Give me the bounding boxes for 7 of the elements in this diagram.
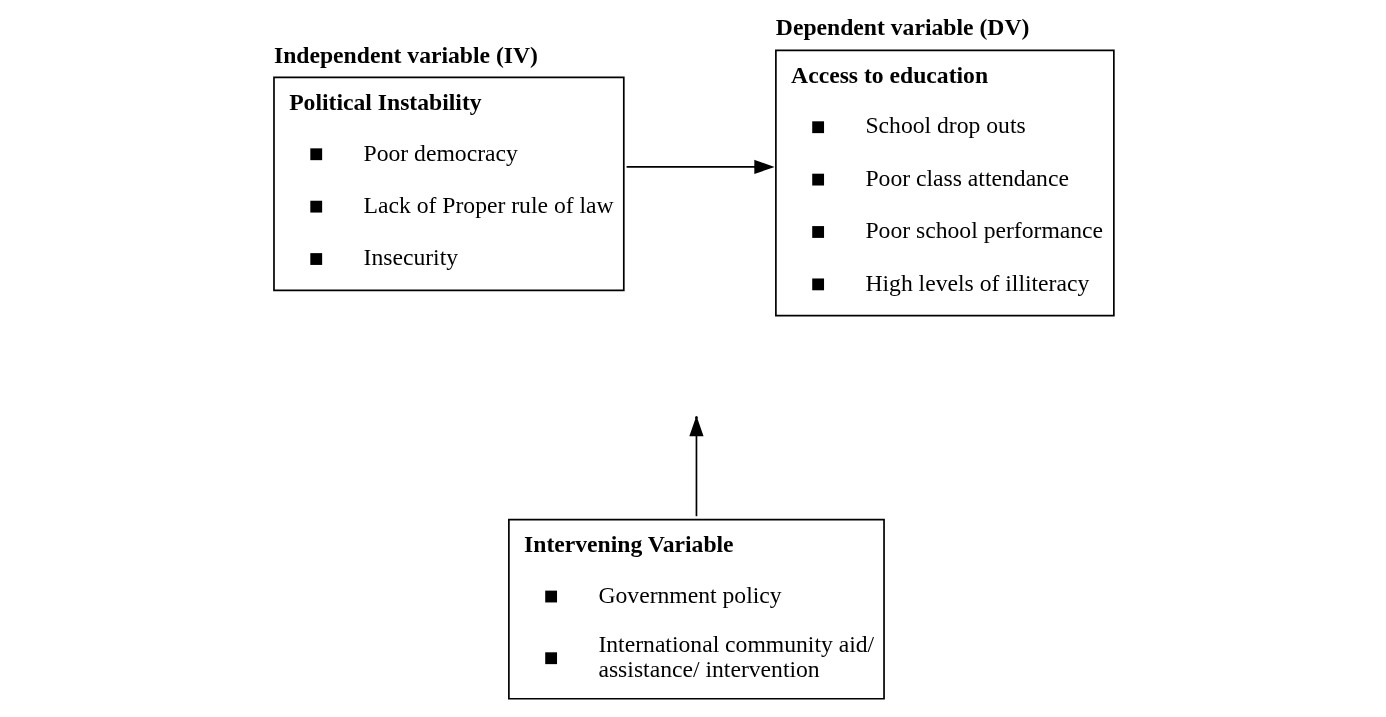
arrow xyxy=(625,159,775,175)
node-box: Access to education School drop outs Poor class attendance Poor school performance High levels of illiteracy xyxy=(774,49,1115,317)
node-label: Independent variable (IV) xyxy=(273,41,538,68)
arrow xyxy=(688,415,704,518)
node-box: Political Instability Poor democracy Lack of Proper rule of law Insecurity xyxy=(272,76,625,292)
node-label: Dependent variable (DV) xyxy=(775,14,1029,41)
node-box: Intervening Variable Government policy International community aid/ assistance/ intervention xyxy=(507,518,885,700)
